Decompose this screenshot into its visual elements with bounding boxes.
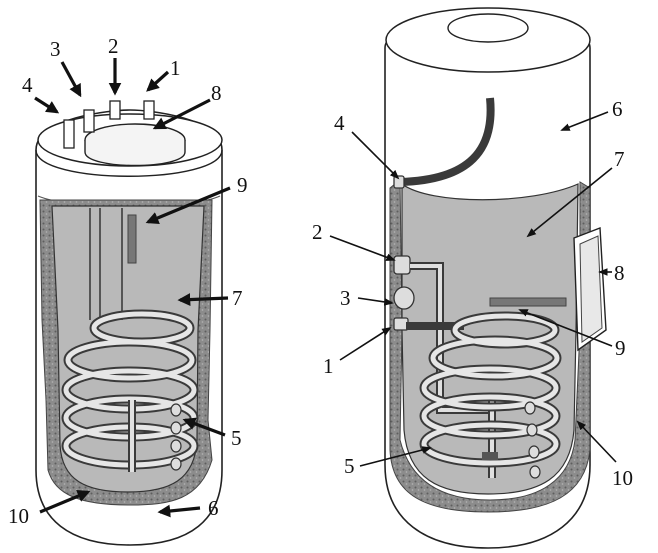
right-label-10: 10 — [612, 466, 633, 490]
right-heat-exchanger-coil — [419, 311, 562, 468]
right-coil-clamp — [482, 452, 498, 460]
left-callout-arrows — [34, 58, 231, 518]
right-label-8: 8 — [614, 261, 625, 285]
left-label-6: 6 — [208, 496, 219, 520]
left-label-10: 10 — [8, 504, 29, 528]
right-label-4: 4 — [334, 111, 345, 135]
left-label-4: 4 — [22, 73, 33, 97]
right-upper-tube — [399, 97, 495, 186]
right-label-7: 7 — [614, 147, 625, 171]
left-ports — [63, 100, 155, 149]
left-port-1 — [143, 100, 155, 120]
right-label-1: 1 — [323, 354, 334, 378]
right-top-hole — [447, 13, 529, 43]
right-side-ports — [393, 175, 415, 331]
left-label-9: 9 — [237, 173, 248, 197]
left-label-5: 5 — [231, 426, 242, 450]
right-sockets — [524, 401, 541, 479]
left-rods — [89, 208, 123, 320]
right-callout-arrows — [329, 111, 617, 467]
left-heater: 2 3 4 1 8 9 7 5 6 10 — [8, 34, 248, 546]
right-label-9: 9 — [615, 336, 626, 360]
left-port-4 — [63, 119, 75, 149]
left-flange-side — [84, 140, 186, 167]
right-label-6: 6 — [612, 97, 623, 121]
right-sensor-bar-9 — [489, 297, 567, 307]
left-port-3 — [83, 109, 95, 133]
left-label-3: 3 — [50, 37, 61, 61]
left-label-1: 1 — [170, 56, 181, 80]
right-label-5: 5 — [344, 454, 355, 478]
left-port-2 — [109, 100, 121, 120]
left-label-8: 8 — [211, 81, 222, 105]
right-heater: 4 2 3 1 5 6 7 8 9 10 — [312, 7, 633, 549]
left-sockets — [170, 403, 182, 471]
left-top-band — [35, 149, 223, 177]
right-insulation — [389, 178, 591, 513]
left-label-7: 7 — [232, 286, 243, 310]
left-label-2: 2 — [108, 34, 119, 58]
right-side-panel-inner — [579, 235, 603, 343]
right-label-3: 3 — [340, 286, 351, 310]
left-sensor-pocket-9 — [127, 214, 137, 264]
right-label-2: 2 — [312, 220, 323, 244]
